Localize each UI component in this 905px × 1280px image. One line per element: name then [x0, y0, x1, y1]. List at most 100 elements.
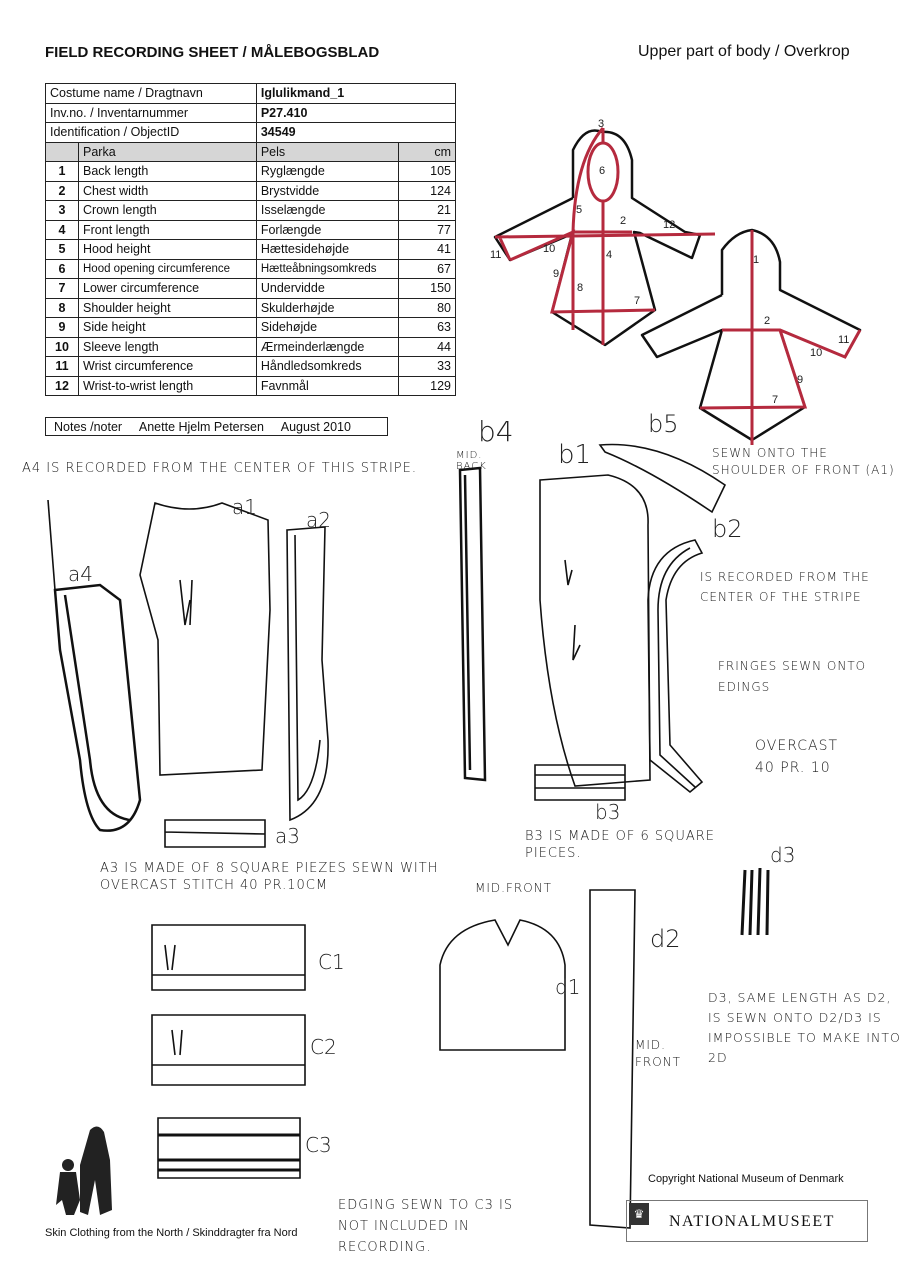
diagram-number: 1 — [753, 254, 760, 266]
row-danish: Ærmeinderlængde — [255, 336, 400, 357]
diagram-number: 11 — [490, 249, 502, 261]
arrow-icon — [179, 579, 193, 626]
line-a4-pointer — [47, 499, 56, 591]
piece-b1 — [539, 474, 651, 787]
sheet-subtitle: Upper part of body / Overkrop — [638, 43, 850, 60]
piece-a1 — [139, 501, 271, 776]
label-b4: b4 — [478, 415, 514, 448]
piece-b5 — [598, 443, 727, 514]
note-mid-back: Mid. back — [456, 450, 487, 472]
logo-text: NATIONALMUSEET — [669, 1213, 835, 1230]
row-danish: Håndledsomkreds — [255, 356, 400, 377]
label-d3: d3 — [770, 843, 796, 867]
label-c1: C1 — [318, 950, 345, 974]
header-parka: Parka — [78, 141, 257, 162]
diagram-number: 4 — [606, 249, 613, 261]
note-a3: a3 is made of 8 square piezes sewn with … — [100, 861, 439, 893]
parka-diagrams — [493, 129, 862, 442]
label-a2: a2 — [306, 508, 331, 532]
notes-label: Notes /noter — [54, 420, 123, 434]
notes-author: Anette Hjelm Petersen — [138, 420, 264, 434]
diagram-number: 11 — [838, 334, 850, 346]
pattern-pieces — [47, 443, 770, 1229]
label-d2: d2 — [650, 925, 681, 953]
diagram-number: 2 — [620, 215, 627, 227]
diagram-number: 6 — [599, 165, 606, 177]
arrow-icon — [171, 1029, 183, 1056]
piece-a4 — [53, 583, 142, 832]
row-english: Wrist-to-wrist length — [78, 375, 257, 396]
note-overcast: Overcast 40 pr. 10 — [755, 738, 839, 776]
row-value: 67 — [398, 258, 456, 279]
back-parka-outline — [640, 228, 862, 442]
piece-d1-hood — [439, 919, 566, 1051]
diagram-number: 9 — [797, 374, 804, 386]
row-number: 4 — [45, 219, 79, 240]
piece-c3 — [157, 1117, 301, 1179]
row-number: 10 — [45, 336, 79, 357]
piece-b4 — [458, 466, 487, 782]
diagram-number: 9 — [553, 268, 560, 280]
notes-date: August 2010 — [280, 420, 351, 434]
piece-d3 — [740, 867, 770, 936]
piece-c2 — [151, 1014, 306, 1086]
sheet-title: FIELD RECORDING SHEET / MÅLEBOGSBLAD — [45, 44, 380, 61]
arrow-icon — [164, 944, 176, 971]
note-b3: b3 is made of 6 square pieces. — [525, 829, 715, 861]
note-b5: Sewn onto the shoulder of front (a1) — [712, 446, 895, 477]
piece-a3 — [164, 819, 266, 848]
note-a4: a4 is recorded from the center of this s… — [22, 461, 417, 476]
diagram-number: 10 — [543, 243, 556, 255]
piece-a2 — [286, 526, 329, 822]
note-mid-front-side: Mid. front — [635, 1038, 681, 1069]
info-row-costume: Costume name / Dragtnavn Iglulikmand_1 — [45, 83, 457, 104]
row-english: Front length — [78, 219, 257, 240]
row-number: 12 — [45, 375, 79, 396]
row-number: 5 — [45, 239, 79, 260]
row-english: Chest width — [78, 180, 257, 201]
diagram-number: 3 — [598, 118, 605, 130]
note-mid-front-top: Mid.front — [475, 881, 552, 895]
row-danish: Favnmål — [255, 375, 400, 396]
museum-logo: ♛ NATIONALMUSEET — [626, 1200, 868, 1242]
notes-box: Notes /noter Anette Hjelm Petersen Augus… — [45, 417, 388, 436]
piece-b2 — [647, 539, 704, 794]
piece-c1 — [151, 924, 306, 991]
row-value: 105 — [398, 161, 456, 182]
project-name: Skin Clothing from the North / Skinddrag… — [45, 1227, 298, 1239]
note-fringes: Fringes sewn onto edings — [718, 659, 867, 694]
row-number: 11 — [45, 356, 79, 377]
label-b3: b3 — [595, 800, 621, 824]
diagram-number: 10 — [810, 347, 823, 359]
label-a4: a4 — [68, 562, 93, 586]
piece-d2 — [589, 889, 636, 1229]
label-a1: a1 — [232, 495, 257, 519]
row-english: Crown length — [78, 200, 257, 221]
copyright-text: Copyright National Museum of Denmark — [648, 1173, 844, 1185]
row-value: 150 — [398, 278, 456, 299]
row-value: 129 — [398, 375, 456, 396]
label-d1: d1 — [555, 975, 581, 999]
label-b1: b1 — [558, 440, 592, 470]
measurement-lines — [494, 127, 862, 445]
row-danish: Skulderhøjde — [255, 297, 400, 318]
row-value: 77 — [398, 219, 456, 240]
diagram-number: 7 — [772, 394, 779, 406]
arrow-icon — [564, 559, 581, 661]
crown-icon: ♛ — [629, 1203, 649, 1225]
header-cm: cm — [398, 141, 456, 162]
label-c3: C3 — [305, 1133, 332, 1157]
front-parka-outline — [493, 129, 702, 347]
note-d3: d3, same length as d2, is sewn onto d2/d… — [708, 990, 901, 1065]
label-a3: a3 — [275, 824, 300, 848]
